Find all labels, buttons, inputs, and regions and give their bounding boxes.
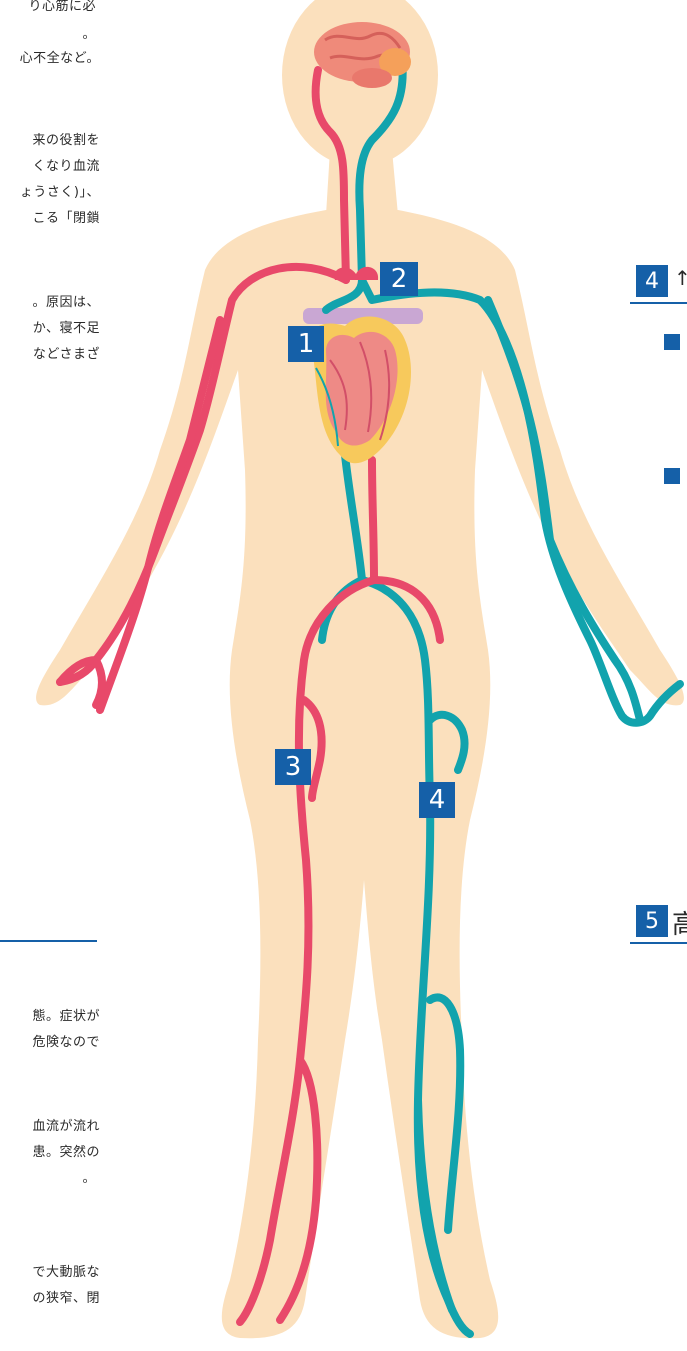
- section-heading-fragment: ↑: [674, 266, 687, 290]
- marker-badge-3: 3: [275, 749, 311, 785]
- section-number-badge: 4: [636, 265, 668, 297]
- section-heading-fragment: 高: [672, 904, 687, 941]
- section-rule: [630, 302, 687, 304]
- bullet-square-icon: [664, 468, 680, 484]
- section-rule: [630, 942, 687, 944]
- marker-badge-1: 1: [288, 326, 324, 362]
- marker-badge-4: 4: [419, 782, 455, 818]
- marker-badge-2: 2: [380, 262, 418, 296]
- bullet-square-icon: [664, 334, 680, 350]
- section-number-badge: 5: [636, 905, 668, 937]
